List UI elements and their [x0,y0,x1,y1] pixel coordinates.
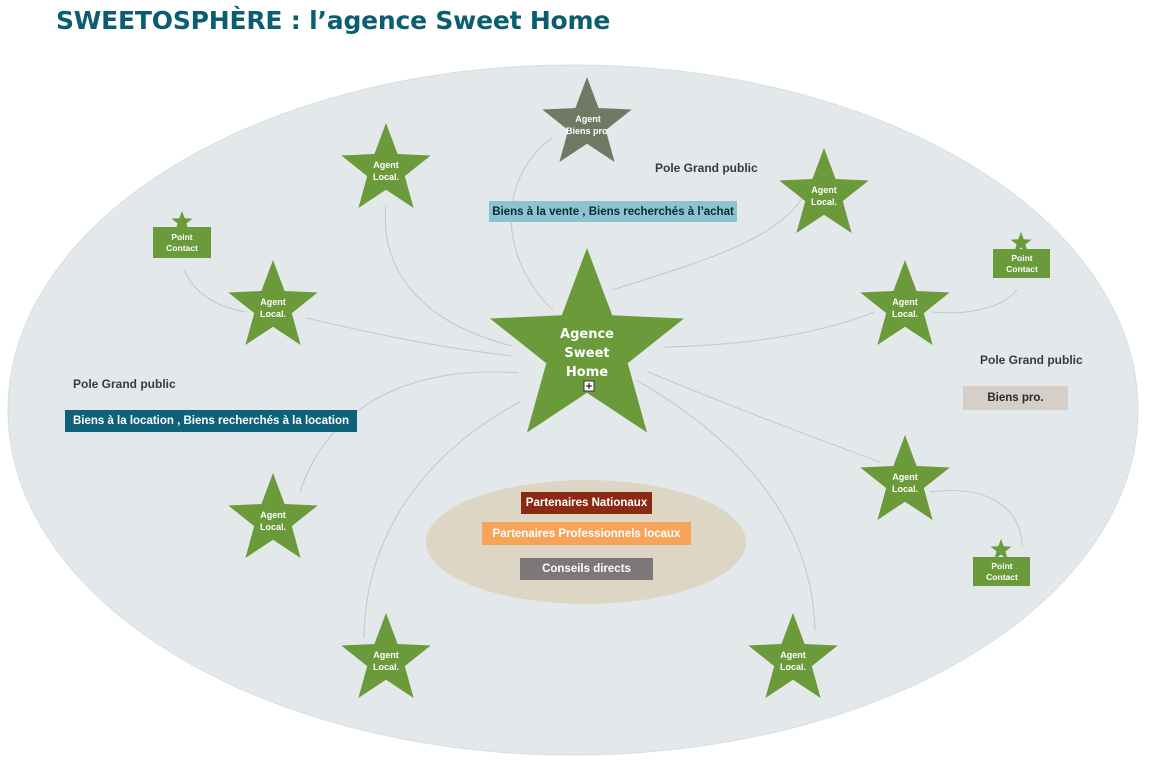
connector-agent-top-left [384,204,513,347]
agent-label-top-left: Agent Local. [372,160,399,182]
tag-vente: Biens à la vente , Biens recherchés à l’… [489,201,737,222]
pole-label-left: Pole Grand public [73,377,176,391]
contact-star-right [1010,232,1032,252]
contact-star-bottom-right [990,539,1012,559]
partner-conseils: Conseils directs [520,558,653,580]
pole-label-top: Pole Grand public [655,161,758,175]
agent-label-bottom-right: Agent Local. [779,650,806,672]
agent-label-left: Agent Local. [259,297,286,319]
pole-label-right: Pole Grand public [980,353,1083,367]
agent-star-biens-pro [542,77,632,162]
contact-box-bottom-right [973,557,1030,586]
tag-location: Biens à la location , Biens recherchés à… [65,410,357,432]
center-agency-star [490,248,684,433]
agent-star-bottom-left [341,613,431,698]
connector-agent-right [663,311,875,348]
agent-star-bottom-right [748,613,838,698]
connector-agent-lower-right [647,371,881,463]
agent-label-top-right: Agent Local. [810,185,837,207]
connector-contact-left [183,269,247,313]
agent-star-top-left [341,123,431,208]
agent-label-lower-right: Agent Local. [891,472,918,494]
connector-agent-lower-left [299,371,519,493]
partner-locaux: Partenaires Professionnels locaux [482,522,691,545]
contact-star-left [171,211,193,231]
agent-star-left [228,260,318,345]
agent-star-top-right [779,148,869,233]
agent-label-lower-left: Agent Local. [259,510,286,532]
contact-label-right: Point Contact [1006,253,1038,274]
agent-star-lower-left [228,473,318,558]
contact-box-left [153,227,211,258]
sphere-ellipse [7,64,1139,756]
page-title: SWEETOSPHÈRE : l’agence Sweet Home [56,6,611,35]
agent-label-right: Agent Local. [891,297,918,319]
agent-star-lower-right [860,435,950,520]
agent-label-bottom-left: Agent Local. [372,650,399,672]
agent-star-right [860,260,950,345]
partner-nationaux: Partenaires Nationaux [521,492,652,514]
connector-agent-left [305,317,513,357]
connector-contact-right [931,289,1018,314]
contact-box-right [993,249,1050,278]
connector-agent-bottom-right [635,379,816,631]
contact-label-left: Point Contact [166,232,198,253]
connector-agent-top-right [611,191,807,291]
agent-label-biens-pro: Agent Biens pro. [565,114,610,136]
connector-contact-bottom-right [929,490,1023,547]
tag-pro: Biens pro. [963,386,1068,410]
connector-agent-bottom-left [363,401,521,639]
center-agency-label: Agence Sweet Home [560,327,614,380]
expand-toggle-icon[interactable] [583,380,595,392]
contact-label-bottom-right: Point Contact [986,561,1018,582]
